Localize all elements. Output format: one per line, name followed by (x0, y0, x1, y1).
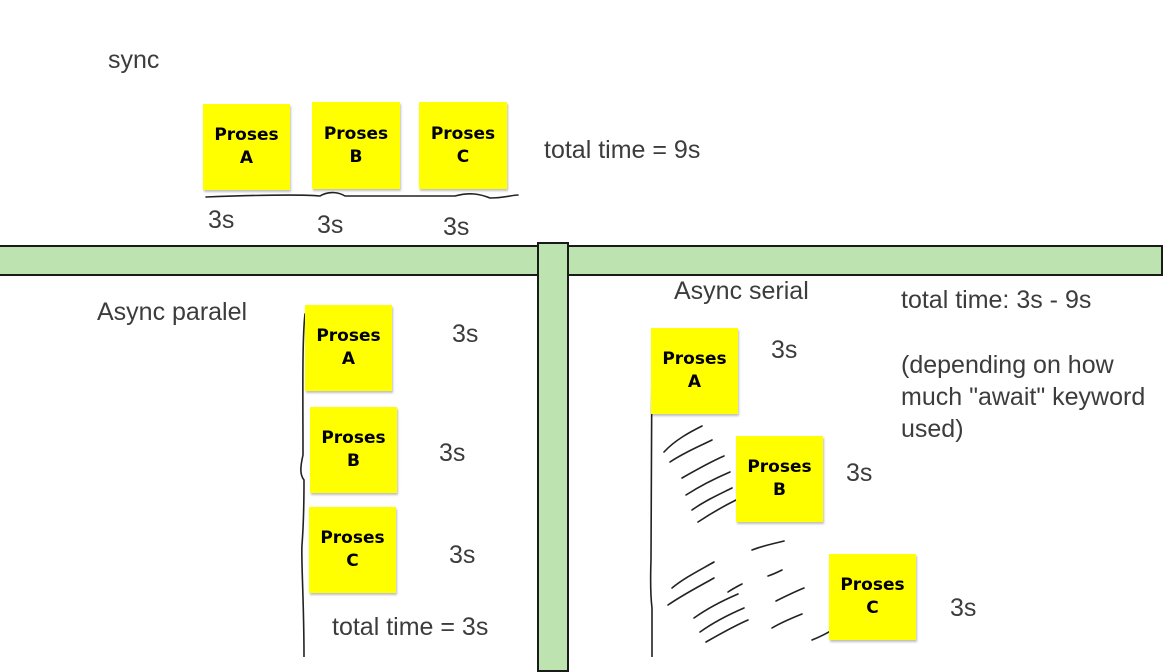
sync-duration-b: 3s (317, 211, 344, 239)
vertical-divider (537, 242, 569, 672)
serial-note-c: Proses C (829, 554, 916, 640)
note-letter: B (347, 451, 360, 471)
note-letter: A (687, 372, 702, 392)
serial-note-b: Proses B (736, 436, 823, 522)
sync-title: sync (108, 46, 160, 74)
serial-duration-a: 3s (771, 336, 798, 364)
sync-duration-c: 3s (443, 213, 470, 241)
sync-note-b: Proses B (312, 102, 400, 189)
parallel-duration-a: 3s (452, 320, 479, 348)
horizontal-divider (0, 245, 1163, 276)
parallel-note-a: Proses A (305, 305, 392, 391)
parallel-total: total time = 3s (332, 613, 489, 641)
note-label: Proses (323, 123, 389, 144)
parallel-note-c: Proses C (309, 507, 396, 593)
parallel-duration-c: 3s (449, 541, 476, 569)
sync-total: total time = 9s (544, 136, 701, 164)
sync-duration-a: 3s (208, 206, 235, 234)
parallel-duration-b: 3s (439, 439, 466, 467)
note-letter: B (773, 480, 786, 500)
note-letter: C (346, 551, 359, 571)
note-label: Proses (320, 528, 385, 549)
sync-timeline-stroke (205, 191, 519, 199)
note-letter: C (866, 598, 879, 618)
hand-drawn-strokes (205, 191, 839, 657)
note-letter: A (239, 148, 254, 168)
serial-total: total time: 3s - 9s (901, 286, 1092, 314)
async-serial-title: Async serial (674, 277, 809, 305)
note-letter: A (341, 349, 356, 369)
note-label: Proses (321, 428, 386, 449)
note-label: Proses (316, 326, 381, 347)
note-label: Proses (747, 457, 812, 478)
serial-duration-c: 3s (950, 594, 977, 622)
note-label: Proses (840, 575, 905, 596)
async-parallel-title: Async paralel (97, 298, 248, 326)
serial-note-text: (depending on how much "await" keyword u… (901, 351, 1146, 443)
note-label: Proses (662, 349, 727, 370)
divider-junction (539, 247, 567, 274)
note-label: Proses (214, 125, 279, 146)
note-letter: B (349, 146, 363, 167)
sync-note-a: Proses A (203, 104, 290, 190)
note-label: Proses (430, 123, 496, 144)
note-letter: C (456, 146, 470, 167)
serial-bracket-stroke (649, 339, 653, 657)
serial-note-a: Proses A (651, 328, 738, 414)
parallel-bracket-stroke (300, 313, 306, 657)
serial-duration-b: 3s (846, 459, 873, 487)
parallel-note-b: Proses B (310, 407, 397, 493)
sync-note-c: Proses C (419, 102, 507, 189)
